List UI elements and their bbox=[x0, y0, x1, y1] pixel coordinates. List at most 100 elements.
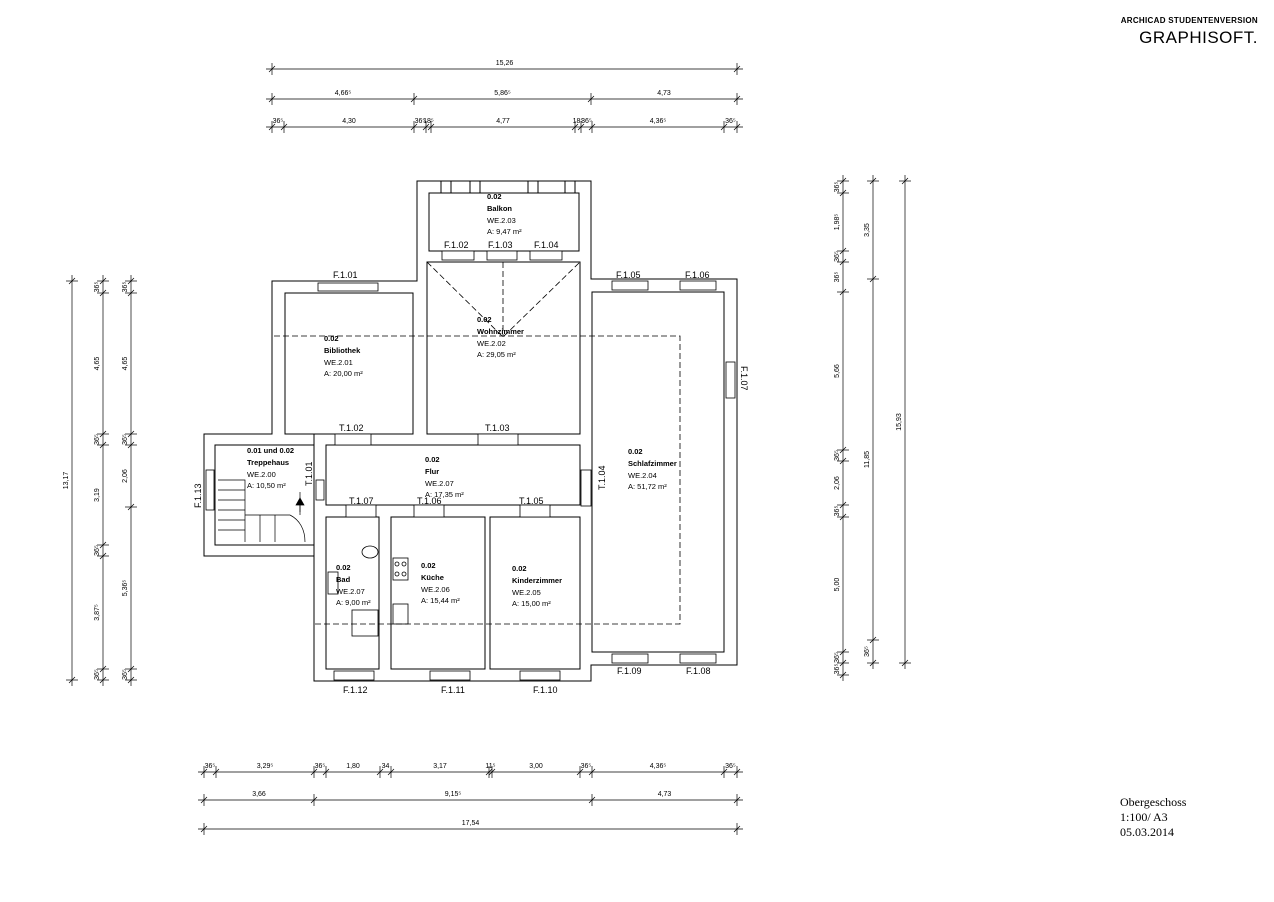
dimension-line bbox=[839, 446, 847, 454]
dimension-label: 5,36⁵ bbox=[122, 580, 129, 597]
dimension-label: 3,66 bbox=[252, 791, 266, 798]
door-t101 bbox=[315, 479, 325, 501]
window-f108 bbox=[679, 653, 717, 664]
dimension-line bbox=[839, 457, 847, 465]
scale: 1:100/ A3 bbox=[1120, 810, 1168, 824]
dimension-label: 36⁵ bbox=[273, 118, 284, 125]
door-label: T.1.05 bbox=[519, 496, 544, 506]
dimension-label: 34 bbox=[382, 763, 390, 770]
door-label: T.1.04 bbox=[597, 465, 607, 490]
dimension-line bbox=[268, 95, 276, 103]
dimension-line bbox=[733, 65, 741, 73]
dimension-label: 36⁵ bbox=[725, 763, 736, 770]
room-code: WE.2.02 bbox=[477, 339, 506, 348]
window-label: F.1.06 bbox=[685, 270, 710, 280]
dimension-label: 36⁵ bbox=[834, 652, 841, 663]
dimension-line bbox=[733, 123, 741, 131]
dimension-line bbox=[99, 289, 107, 297]
window-f105 bbox=[611, 280, 649, 291]
dimension-label: 36⁵ bbox=[864, 646, 871, 657]
toilet bbox=[361, 545, 379, 559]
room-level: 0.02 bbox=[425, 455, 440, 464]
dimension-label: 1,80 bbox=[346, 763, 360, 770]
shower-tray bbox=[351, 609, 379, 637]
dimension-line bbox=[488, 768, 496, 776]
dimension-line bbox=[733, 796, 741, 804]
door-t104 bbox=[580, 469, 592, 507]
room-area: A: 10,50 m² bbox=[247, 481, 286, 490]
door-t107 bbox=[345, 504, 377, 518]
dimension-label: 3,17 bbox=[433, 763, 447, 770]
door-t105 bbox=[519, 504, 551, 518]
dimension-label: 4,73 bbox=[658, 791, 672, 798]
room-level: 0.02 bbox=[324, 334, 339, 343]
room-code: WE.2.00 bbox=[247, 470, 276, 479]
dimension-label: 3,87⁵ bbox=[94, 604, 101, 621]
dimension-line bbox=[587, 95, 595, 103]
fixtures bbox=[327, 545, 409, 637]
dimension-label: 36⁵ bbox=[834, 251, 841, 262]
dimension-line bbox=[839, 501, 847, 509]
dimension-label: 18⁵ bbox=[573, 118, 584, 125]
window-f101 bbox=[317, 282, 379, 292]
room-wohnzimmer: 0.02 Wohnzimmer WE.2.02 A: 29,05 m² bbox=[477, 315, 524, 359]
dimension-line bbox=[869, 275, 877, 283]
dimension-label: 11⁵ bbox=[485, 763, 495, 770]
dimension-line bbox=[869, 659, 877, 667]
balcony-railing bbox=[440, 180, 576, 194]
dimension-line bbox=[310, 796, 318, 804]
room-level: 0.01 und 0.02 bbox=[247, 446, 294, 455]
floor-name: Obergeschoss bbox=[1120, 795, 1187, 809]
dimension-line bbox=[99, 430, 107, 438]
room-area: A: 29,05 m² bbox=[477, 350, 516, 359]
dimension-label: 4,66⁵ bbox=[335, 90, 352, 97]
dimension-line bbox=[268, 65, 276, 73]
room-code: WE.2.03 bbox=[487, 216, 516, 225]
dimension-line bbox=[733, 825, 741, 833]
room-balkon: 0.02 Balkon WE.2.03 A: 9,47 m² bbox=[487, 192, 522, 236]
dimension-line bbox=[720, 123, 728, 131]
dimension-label: 36⁵ bbox=[834, 272, 841, 283]
room-area: A: 9,00 m² bbox=[336, 598, 371, 607]
room-area: A: 9,47 m² bbox=[487, 227, 522, 236]
dimension-line bbox=[280, 123, 288, 131]
window-label: F.1.09 bbox=[617, 666, 642, 676]
dimension-line bbox=[387, 768, 395, 776]
dimension-line bbox=[588, 123, 596, 131]
dimension-label: 15,93 bbox=[896, 413, 903, 431]
dimension-label: 36⁵ bbox=[205, 763, 216, 770]
dimension-line bbox=[410, 123, 418, 131]
window-label: F.1.04 bbox=[534, 240, 559, 250]
dimension-label: 9,15⁵ bbox=[445, 791, 462, 798]
dimension-line bbox=[733, 95, 741, 103]
dimension-line bbox=[869, 636, 877, 644]
window-label: F.1.11 bbox=[441, 685, 465, 695]
dimension-line bbox=[720, 768, 728, 776]
dimension-line bbox=[127, 676, 135, 684]
kitchen-stove bbox=[392, 557, 409, 581]
window-f113 bbox=[205, 469, 215, 511]
dimension-label: 36⁵ bbox=[834, 450, 841, 461]
dimension-label: 5,86⁵ bbox=[494, 90, 511, 97]
dimension-line bbox=[99, 541, 107, 549]
window-label: F.1.07 bbox=[739, 366, 749, 391]
dimension-label: 5,00 bbox=[834, 578, 841, 592]
dimension-line bbox=[127, 430, 135, 438]
door-label: T.1.02 bbox=[339, 423, 364, 433]
door-label: T.1.01 bbox=[304, 461, 314, 486]
dimension-label: 36⁵ bbox=[581, 763, 592, 770]
dimension-line bbox=[127, 289, 135, 297]
dimension-label: 15,26 bbox=[496, 60, 514, 67]
dimension-label: 36⁵ bbox=[94, 545, 101, 556]
room-schlafzimmer: 0.02 Schlafzimmer WE.2.04 A: 51,72 m² bbox=[628, 447, 677, 491]
dimension-line bbox=[588, 796, 596, 804]
room-area: A: 15,00 m² bbox=[512, 599, 551, 608]
dimension-line bbox=[576, 768, 584, 776]
window-f110 bbox=[519, 670, 561, 681]
dimension-line bbox=[127, 441, 135, 449]
dimension-label: 36⁵ bbox=[415, 118, 426, 125]
door-label: T.1.03 bbox=[485, 423, 510, 433]
window-label: F.1.02 bbox=[444, 240, 469, 250]
room-level: 0.02 bbox=[512, 564, 527, 573]
